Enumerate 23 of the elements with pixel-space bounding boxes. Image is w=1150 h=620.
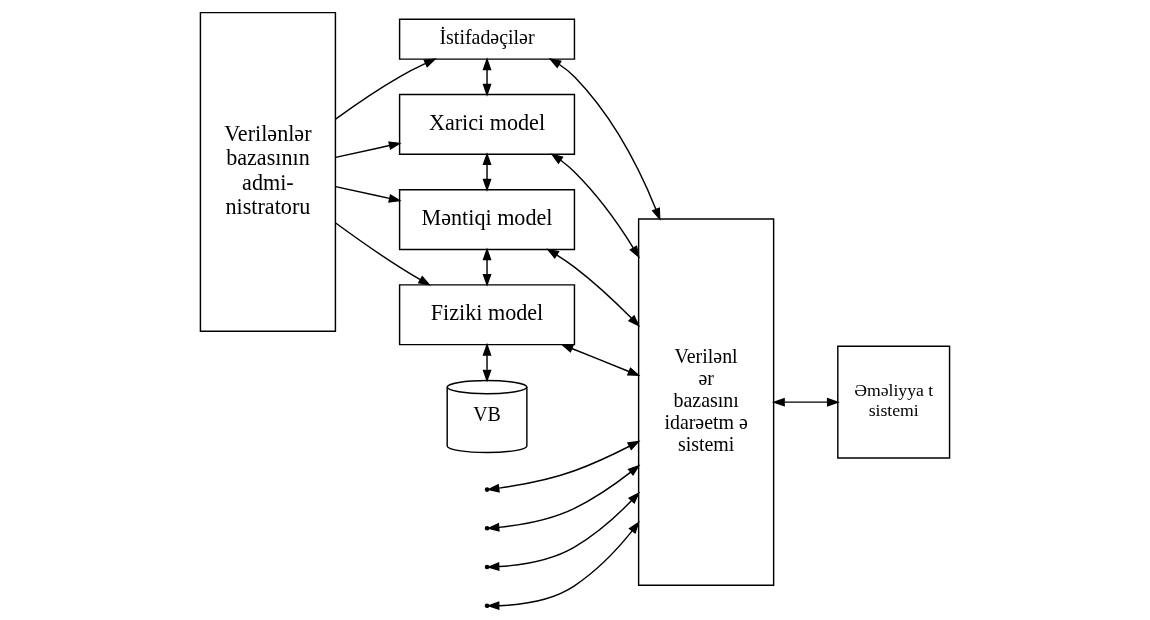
arrow <box>482 57 492 97</box>
arrow <box>334 58 437 120</box>
arrow <box>482 247 492 287</box>
arrow <box>486 440 641 493</box>
node-box: Fiziki model <box>398 284 576 346</box>
node-box: İstifadəçilər <box>398 18 576 60</box>
arrow <box>482 152 492 192</box>
arrow <box>482 342 492 383</box>
arrow <box>334 141 402 159</box>
node-box: Xarici model <box>398 93 576 155</box>
arrow <box>771 397 840 407</box>
node-box: Verilənl ər bazasını idarəetm ə sistemi <box>637 218 775 586</box>
arrow <box>550 153 640 259</box>
arrow <box>334 185 402 203</box>
node-box: Verilənlər bazasının admi- nistratoru <box>199 11 337 333</box>
arrow <box>548 58 661 221</box>
arrow <box>560 343 641 377</box>
arrow <box>334 222 432 286</box>
arrow <box>486 491 641 572</box>
arrow <box>546 248 641 328</box>
node-box: Əməliyya t sistemi <box>837 345 951 459</box>
arrow <box>486 464 641 532</box>
node-box: Məntiqi model <box>398 188 576 251</box>
